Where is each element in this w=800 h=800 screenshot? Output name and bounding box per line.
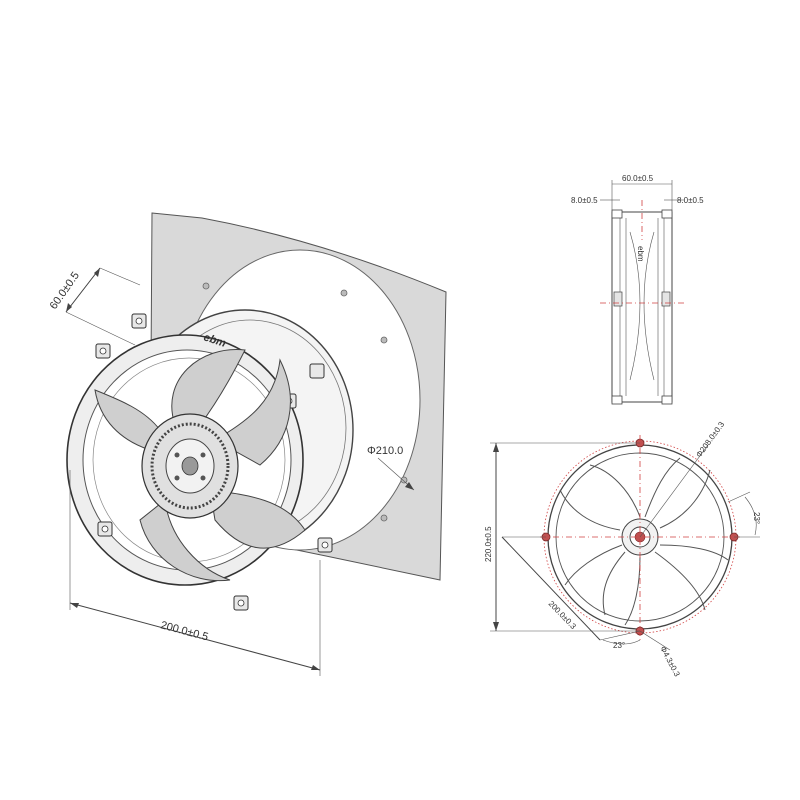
plate-lugs <box>202 282 408 522</box>
side-brand-mark: ebm <box>636 246 645 262</box>
depth-dimension <box>65 267 141 346</box>
front-height-label: 220.0±0.5 <box>484 526 493 562</box>
front-blades <box>559 457 729 626</box>
plate-cutout-label: Φ210.0 <box>367 445 403 457</box>
side-right-offset-label: 8.0±0.5 <box>677 196 704 205</box>
isometric-view: ebm 60.0±0.5 200.0±0.5 Φ210.0 <box>48 212 447 676</box>
side-view: ebm 60.0±0.5 8.0±0.5 8.0±0.5 <box>571 174 704 405</box>
front-angle-right-label: 23° <box>752 512 761 524</box>
side-left-offset-label: 8.0±0.5 <box>571 196 598 205</box>
front-diagonal-label: 200.0±0.3 <box>547 599 579 631</box>
fan-blades <box>94 349 306 582</box>
depth-dimension-label: 60.0±0.5 <box>48 270 82 312</box>
side-housing <box>611 211 673 403</box>
front-view: 220.0±0.5 200.0±0.3 Φ208.0±0.3 Φ4.3±0.3 … <box>484 420 761 679</box>
width-dimension <box>69 470 321 676</box>
front-angle-bottom-label: 23° <box>613 641 625 650</box>
width-dimension-label: 200.0±0.5 <box>159 619 209 643</box>
front-bolt-circle-label: Φ208.0±0.3 <box>694 420 726 460</box>
side-depth-label: 60.0±0.5 <box>622 174 654 183</box>
